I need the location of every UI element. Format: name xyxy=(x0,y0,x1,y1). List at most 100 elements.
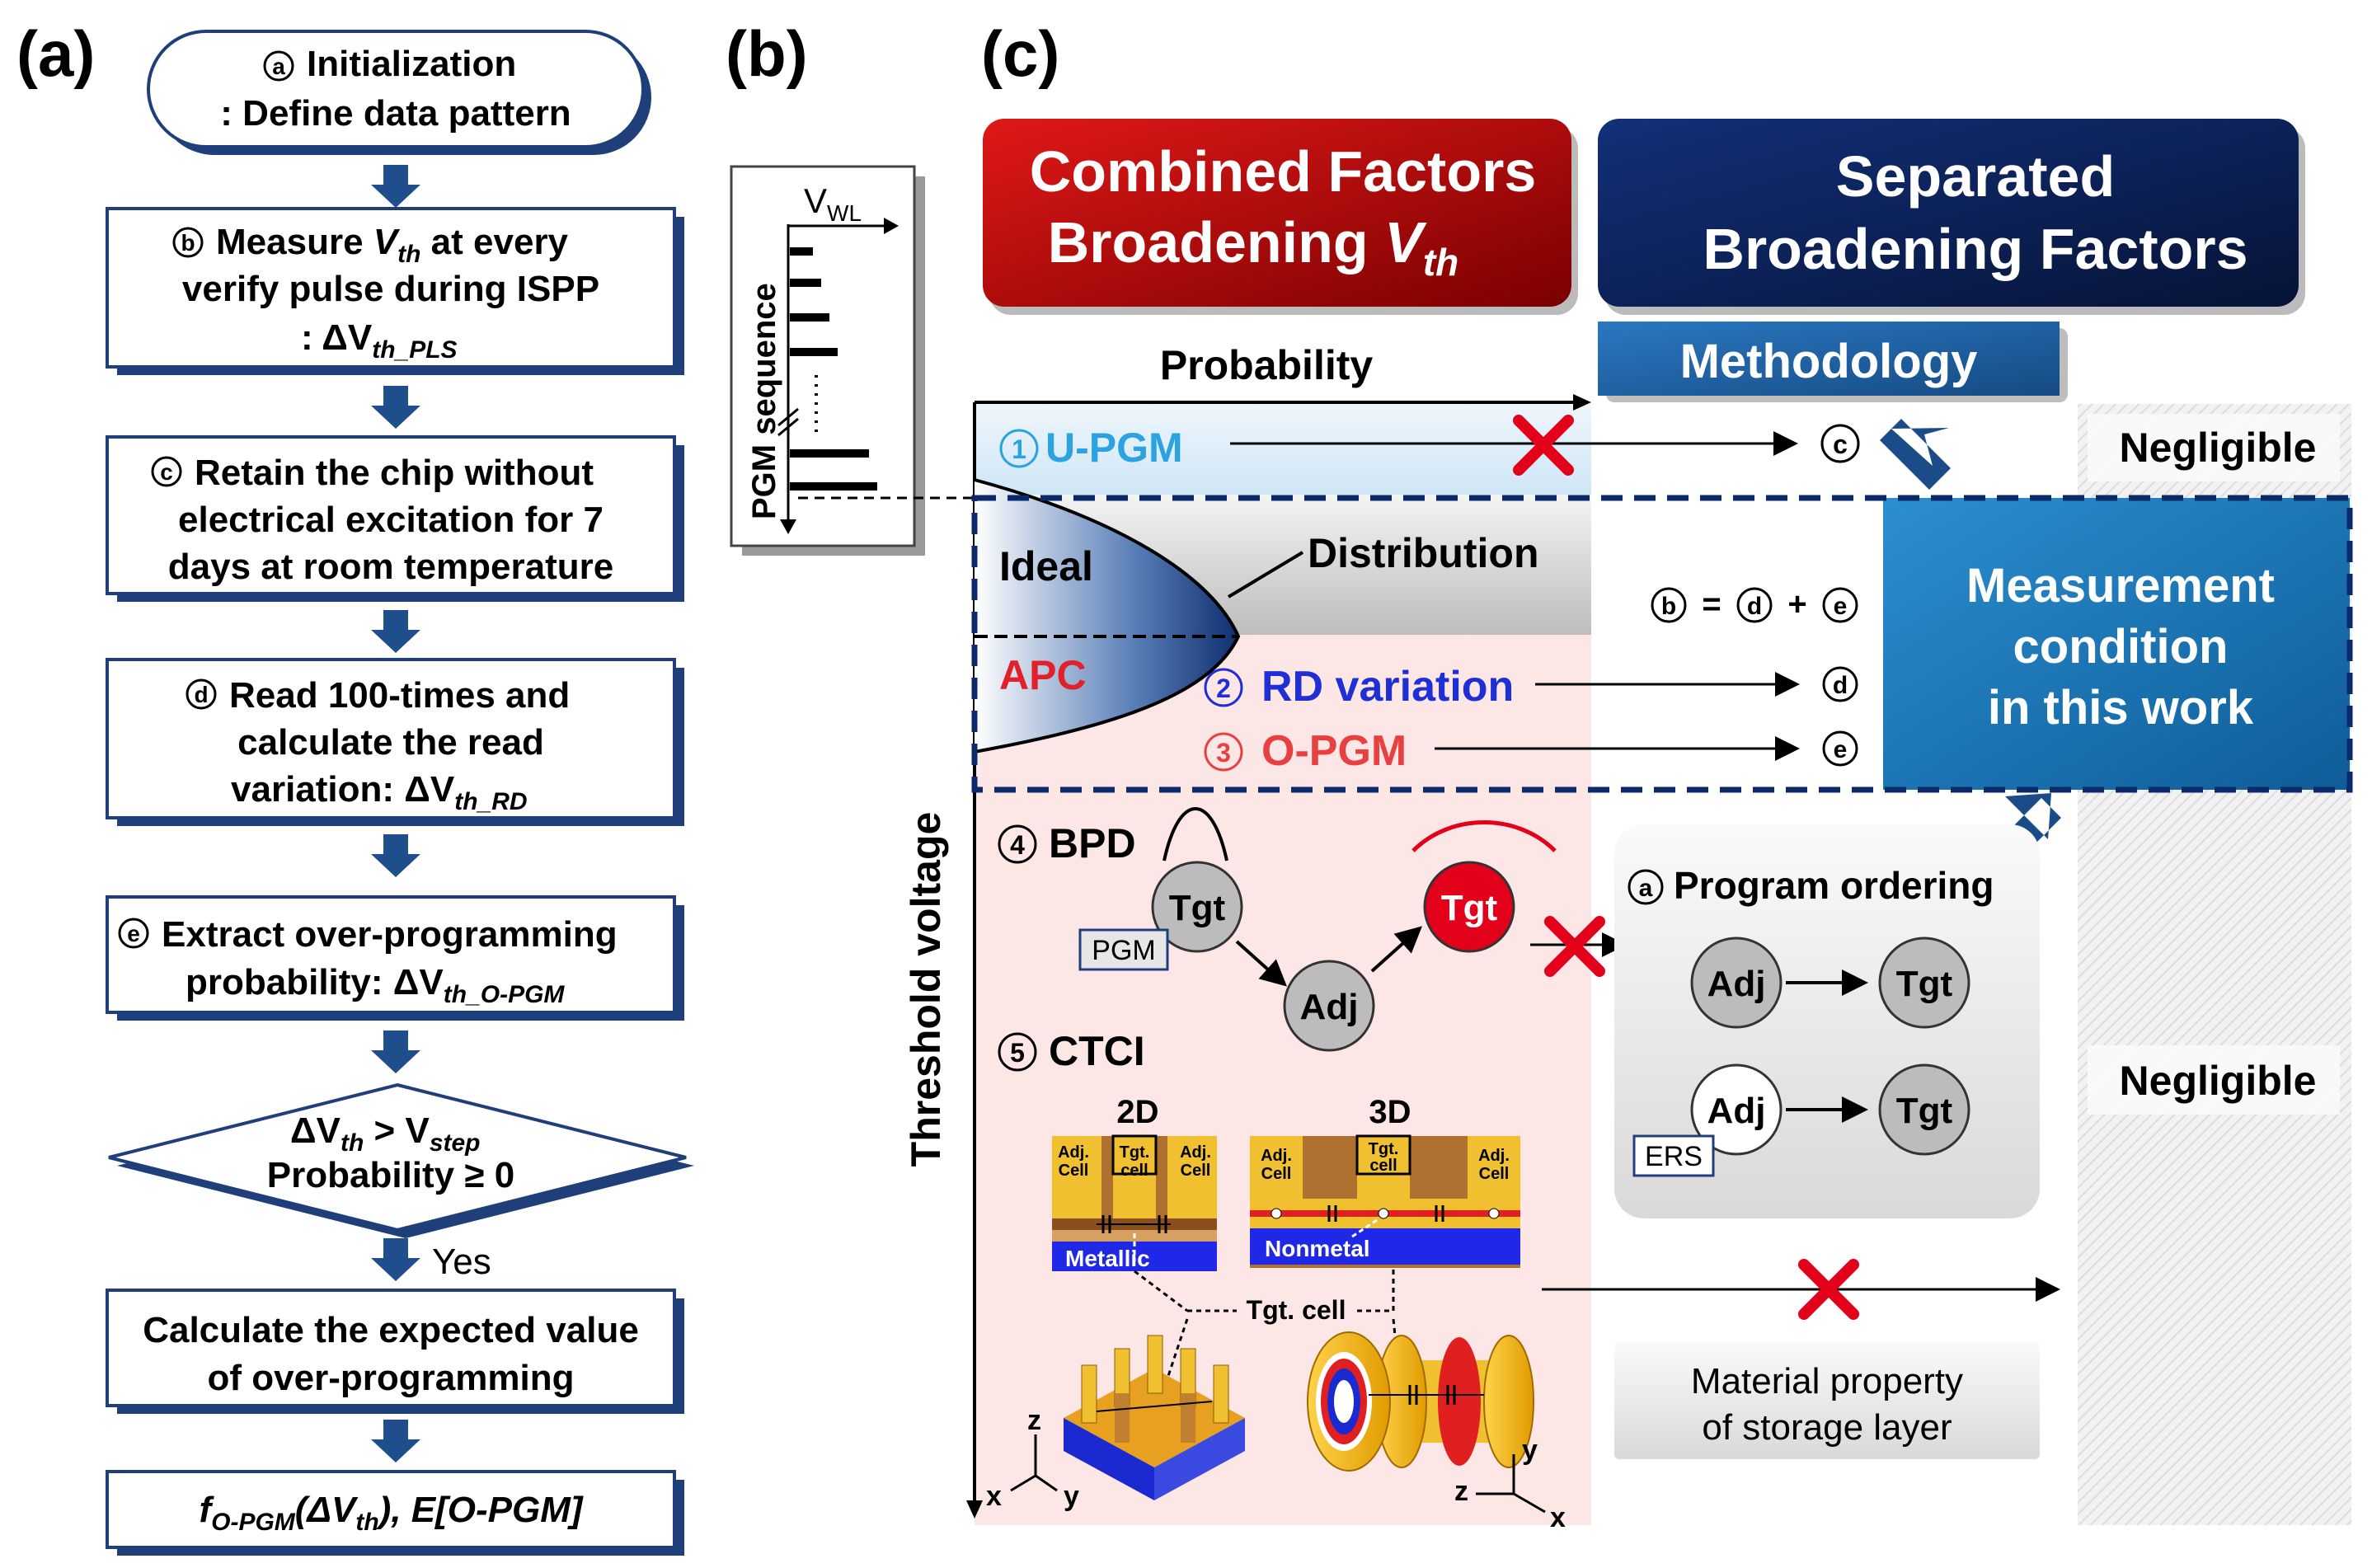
svg-text:Tgt.: Tgt. xyxy=(1369,1140,1399,1158)
flowchart: a Initialization : Define data pattern b… xyxy=(106,30,694,1556)
ordering-adj-1-label: Adj xyxy=(1707,964,1766,1004)
ctci-marker: 5 xyxy=(998,1032,1037,1072)
material-property-box xyxy=(1614,1342,2040,1459)
header-separated-line2: Broadening Factors xyxy=(1703,217,2248,281)
svg-text:b: b xyxy=(181,230,195,256)
ideal-distribution-curve xyxy=(975,480,1238,752)
flow-arrow-1 xyxy=(371,165,420,208)
pulse-5 xyxy=(790,449,869,458)
svg-text:5: 5 xyxy=(1010,1038,1025,1068)
svg-text:z: z xyxy=(1027,1405,1041,1436)
svg-text:c: c xyxy=(160,459,173,485)
svg-text:a: a xyxy=(1639,875,1653,902)
header-separated xyxy=(1598,119,2299,307)
svg-text:e: e xyxy=(1834,736,1848,763)
bpd-cross-icon xyxy=(1544,916,1605,977)
negligible-top-box xyxy=(2088,414,2340,481)
svg-text:Cell: Cell xyxy=(1059,1162,1089,1180)
bpd-adj-node xyxy=(1283,960,1375,1052)
bpd-pgm-tag xyxy=(1078,928,1169,971)
negligible-top: Negligible xyxy=(2120,425,2317,471)
svg-text:Adj.: Adj. xyxy=(1261,1147,1292,1165)
pulse-1 xyxy=(790,247,813,256)
step-d-line1: Read 100-times and xyxy=(229,675,570,716)
axis-break-1 xyxy=(777,407,799,427)
panel-label-a: (a) xyxy=(16,17,95,90)
vwl-label: VWL xyxy=(804,181,862,226)
step-d-line3: variation: ΔVth_RD xyxy=(231,769,528,815)
svg-text:Adj.: Adj. xyxy=(1058,1143,1089,1162)
ctci-label: CTCI xyxy=(1049,1028,1145,1074)
tgt-cell-leader-6 xyxy=(1392,1318,1403,1402)
cell-2d-cross-section: Adj. Cell Tgt. cell Adj. Cell Metallic xyxy=(1052,1134,1217,1271)
rd-target-marker: d xyxy=(1822,666,1858,702)
flow-arrow-5 xyxy=(371,1030,420,1073)
tgt-cell-leader-1 xyxy=(1134,1270,1188,1312)
ordering-tgt-1 xyxy=(1878,937,1970,1029)
axes-3d: y z x xyxy=(1454,1434,1566,1533)
svg-text:4: 4 xyxy=(1010,830,1025,860)
measurement-pointer-top xyxy=(1880,419,1951,490)
u-pgm-label: U-PGM xyxy=(1045,425,1183,471)
ctci-cross-icon xyxy=(1798,1259,1859,1320)
ordering-adj-2 xyxy=(1690,1063,1783,1156)
step-a-marker: a xyxy=(263,50,294,82)
svg-text:x: x xyxy=(986,1481,1002,1512)
threshold-voltage-label: Threshold voltage xyxy=(903,812,949,1167)
decision-line1: ΔVth > Vstep xyxy=(290,1110,481,1157)
pulse-2 xyxy=(790,279,821,287)
flow-arrow-7 xyxy=(371,1420,420,1462)
ordering-adj-1 xyxy=(1690,937,1783,1029)
probability-axis-label: Probability xyxy=(1160,342,1374,388)
methodology-tab xyxy=(1598,322,2060,396)
step-c-marker: c xyxy=(151,456,182,487)
methodology-label: Methodology xyxy=(1680,335,1978,388)
measurement-frame xyxy=(971,495,2353,793)
decision-line2: Probability ≥ 0 xyxy=(267,1155,514,1195)
step-a-box xyxy=(147,30,645,148)
ideal-label: Ideal xyxy=(999,543,1093,589)
axis-break-2 xyxy=(777,417,799,437)
header-separated-line1: Separated xyxy=(1836,144,2115,209)
apc-label: APC xyxy=(999,652,1087,698)
step-e-line2: probability: ΔVth_O-PGM xyxy=(186,962,565,1008)
ordering-tgt-2-label: Tgt xyxy=(1896,1091,1953,1131)
svg-text:c: c xyxy=(1833,430,1848,459)
metallic-label: Metallic xyxy=(1065,1246,1150,1271)
negligible-bottom-box xyxy=(2088,1045,2340,1115)
bpd-tgt-node xyxy=(1151,861,1243,953)
ordering-adj-2-label: Adj xyxy=(1707,1091,1766,1131)
rd-variation-label: RD variation xyxy=(1261,663,1514,711)
panel-label-b: (b) xyxy=(726,17,808,90)
measurement-line2: condition xyxy=(2013,620,2229,674)
step-b-marker: b xyxy=(172,227,204,258)
svg-text:y: y xyxy=(1064,1481,1079,1512)
step-c-line1: Retain the chip without xyxy=(195,453,594,493)
bpd-tgt-red-label: Tgt xyxy=(1441,888,1498,928)
calc-line2: of over-programming xyxy=(208,1358,575,1398)
pgm-sequence-label: PGM sequence xyxy=(746,283,782,519)
svg-text:Cell: Cell xyxy=(1181,1162,1211,1180)
bpd-distribution-small xyxy=(1163,807,1228,861)
pulse-6 xyxy=(790,482,877,491)
bpd-arrow-2 xyxy=(1370,926,1422,973)
pulse-4 xyxy=(790,348,838,356)
step-c-line2: electrical excitation for 7 xyxy=(178,500,604,540)
svg-text:y: y xyxy=(1522,1434,1538,1466)
o-pgm-marker: 3 xyxy=(1204,732,1243,772)
bpd-pgm-label: PGM xyxy=(1092,935,1155,966)
svg-text:d: d xyxy=(1833,672,1848,699)
svg-text:1: 1 xyxy=(1012,434,1026,464)
svg-text:a: a xyxy=(272,54,285,79)
o-pgm-target-marker: e xyxy=(1822,730,1858,767)
svg-text:=: = xyxy=(1702,586,1721,622)
svg-text:Adj.: Adj. xyxy=(1180,1143,1211,1162)
bpd-tgt-red-node xyxy=(1423,861,1515,953)
tgt-cell-label: Tgt. cell xyxy=(1247,1295,1346,1325)
decision-diamond xyxy=(108,1082,687,1232)
step-e-marker: e xyxy=(118,918,149,949)
header-combined-line1: Combined Factors xyxy=(1030,139,1537,204)
svg-text:z: z xyxy=(1454,1476,1468,1507)
svg-text:2: 2 xyxy=(1216,674,1231,703)
